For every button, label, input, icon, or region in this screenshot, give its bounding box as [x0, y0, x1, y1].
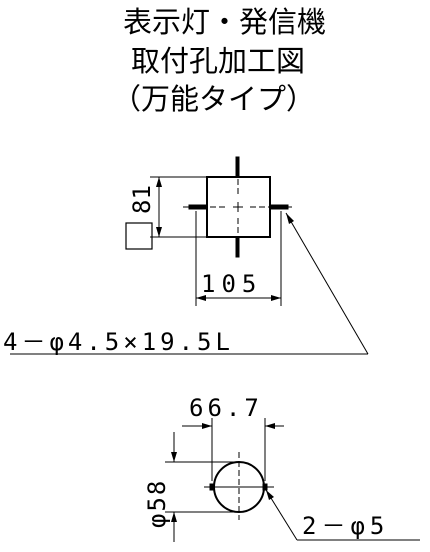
dim-66-7-label: 66.7	[189, 394, 263, 422]
reference-box	[125, 222, 153, 250]
title-line-3: （万能タイプ）	[112, 82, 315, 116]
dim-phi58-label: φ58	[143, 479, 171, 528]
round-mount-diagram	[165, 418, 420, 542]
hole-note-2: 2－φ5	[302, 512, 389, 540]
round-hole-left	[209, 483, 215, 491]
slot-left	[188, 204, 208, 210]
title-line-1: 表示灯・発信機	[123, 5, 326, 39]
square-mount-diagram	[10, 156, 369, 355]
dim-105-label: 105	[201, 270, 262, 298]
round-hole-right	[262, 483, 268, 491]
slot-bottom	[235, 236, 240, 258]
hole-note-4: 4－φ4.5×19.5L	[3, 328, 234, 356]
dim-81-label: 81	[128, 185, 156, 214]
slot-top	[235, 156, 240, 178]
title-line-2: 取付孔加工図	[131, 44, 305, 78]
slot-right	[269, 204, 289, 210]
